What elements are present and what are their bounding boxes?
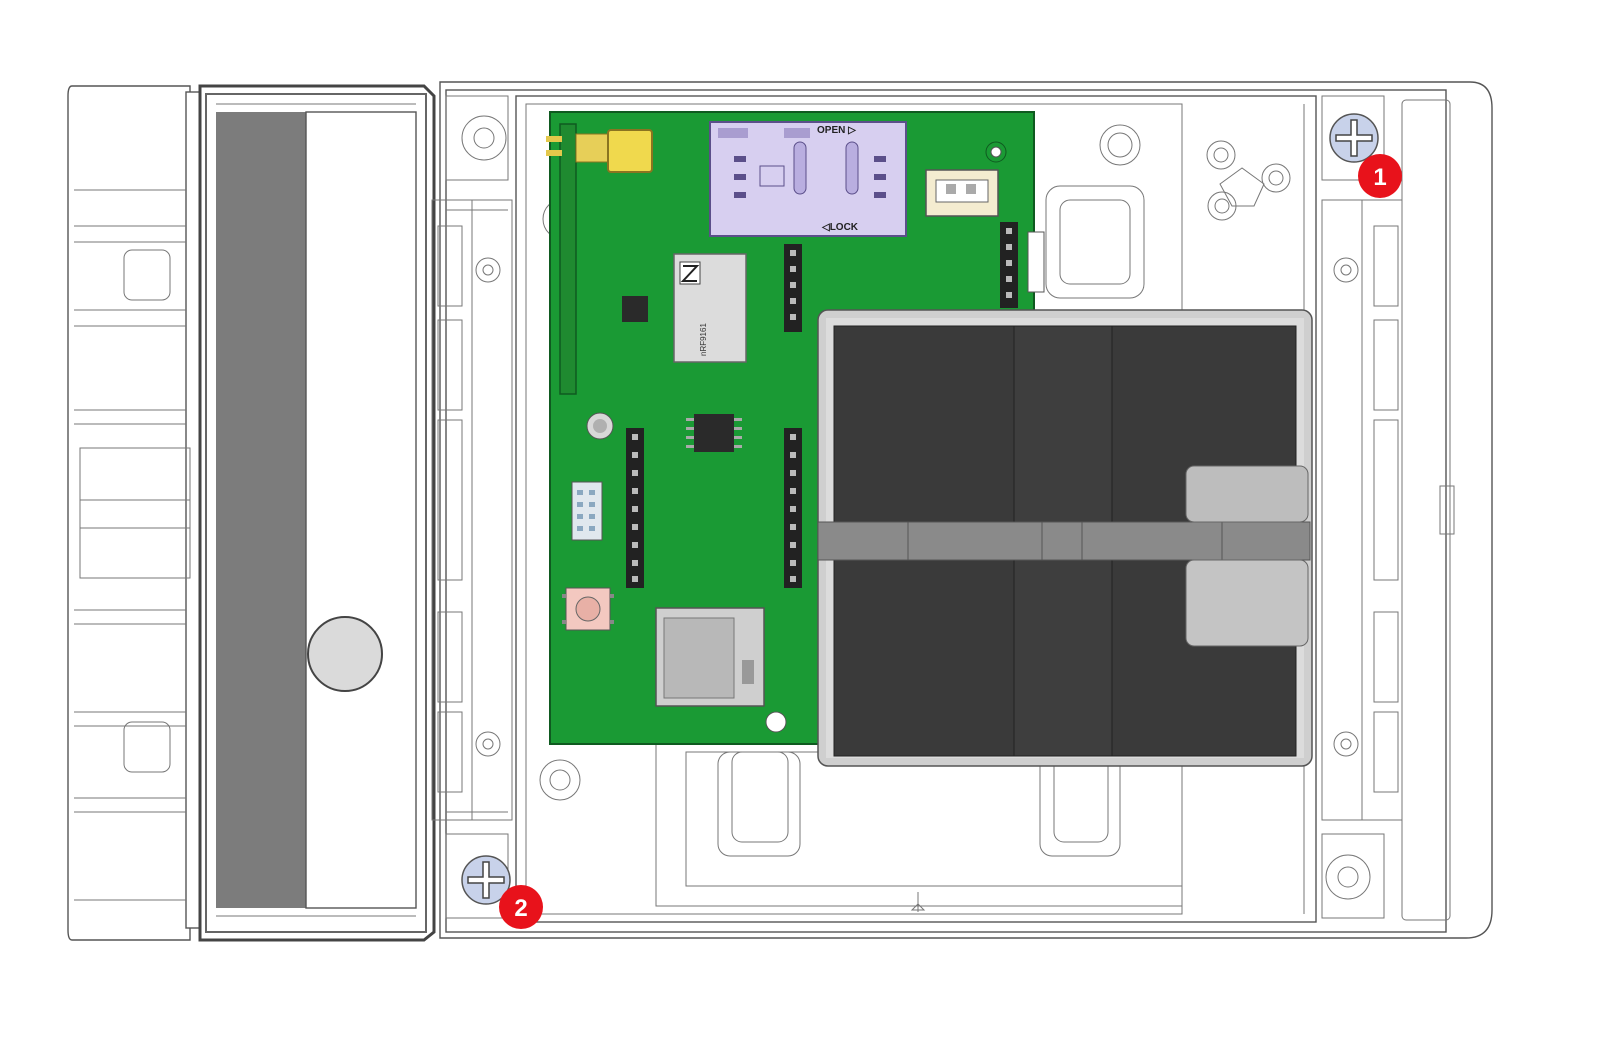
battery-jst-connector-icon (925, 169, 999, 217)
module-label: nRF9161 (699, 323, 708, 356)
microsd-slot-icon (655, 607, 765, 707)
battery-strap (817, 521, 1311, 561)
badge-1: 1 (1358, 154, 1402, 198)
badge-2-circle (499, 885, 543, 929)
sim-open-label: OPEN ▷ (817, 125, 857, 136)
badge-2: 2 (499, 885, 543, 929)
antenna-connector-icon (546, 129, 653, 173)
capacitor-icon (586, 412, 614, 440)
sim-card-holder: OPEN ▷ ◁LOCK (709, 121, 907, 237)
lid-knob (307, 616, 383, 692)
badge-1-circle (1358, 154, 1402, 198)
reset-button-icon (562, 587, 614, 631)
trefoil-logo-icon (1206, 140, 1291, 221)
badge-2-label: 2 (514, 895, 527, 922)
soic-chip (686, 414, 742, 452)
lid-inner-grey-strip (216, 112, 306, 908)
sim-lock-label: ◁LOCK (821, 222, 859, 233)
debug-connector-icon (571, 481, 603, 541)
qfn-chip (622, 296, 648, 322)
antenna-pcb (559, 123, 577, 395)
screw-1-icon (1329, 113, 1379, 163)
battery-clip-upper (1185, 465, 1309, 523)
battery-pack (817, 309, 1313, 767)
lid-panel (67, 84, 436, 942)
badge-1-label: 1 (1373, 164, 1386, 191)
battery-clip-lower (1185, 559, 1309, 647)
nrf9161-module: nRF9161 (673, 253, 747, 363)
screw-2-icon (461, 855, 511, 905)
